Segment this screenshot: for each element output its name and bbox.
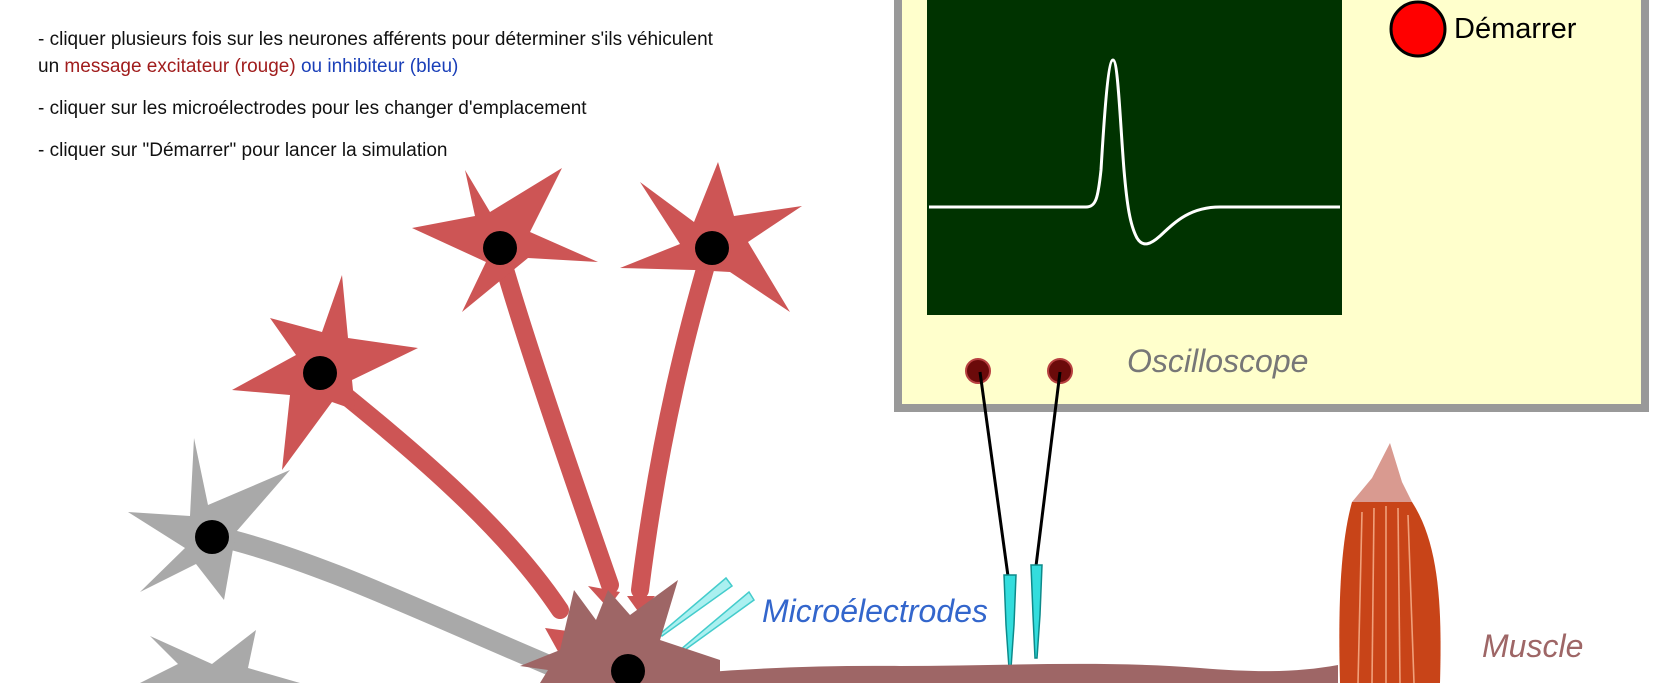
- afferent-neuron-gray-2[interactable]: [140, 630, 300, 683]
- muscle-label: Muscle: [1482, 628, 1583, 664]
- instructions: - cliquer plusieurs fois sur les neurone…: [38, 26, 818, 179]
- action-potential-trace: [929, 58, 1340, 246]
- afferent-neuron-red-2[interactable]: [412, 168, 598, 312]
- nucleus: [695, 231, 729, 265]
- oscilloscope-input-left: [965, 358, 991, 384]
- afferent-neuron-red-1[interactable]: [232, 275, 418, 470]
- inhibitory-message-text: ou inhibiteur (bleu): [295, 56, 459, 77]
- afferent-neuron-red-3[interactable]: [620, 162, 802, 312]
- start-button-icon[interactable]: [1389, 0, 1447, 58]
- recording-electrode-left[interactable]: [1003, 574, 1017, 669]
- start-button[interactable]: Démarrer: [1389, 0, 1577, 58]
- instruction-un: un: [38, 56, 65, 77]
- instruction-start: - cliquer sur "Démarrer" pour lancer la …: [38, 140, 448, 161]
- nucleus: [483, 231, 517, 265]
- nucleus: [611, 654, 645, 683]
- oscilloscope-screen: [927, 0, 1342, 315]
- afferent-neuron-gray-1[interactable]: [128, 438, 290, 600]
- axon-gray-upper: [206, 526, 585, 683]
- instruction-neurons: - cliquer plusieurs fois sur les neurone…: [38, 26, 818, 80]
- microelectrodes-label: Microélectrodes: [762, 593, 988, 629]
- electrode-wire-left: [978, 371, 1010, 577]
- oscilloscope-label: Oscilloscope: [1127, 343, 1308, 379]
- axon-red-3: [631, 243, 719, 599]
- motor-axon: [600, 663, 1338, 683]
- muscle: [1339, 443, 1441, 683]
- instruction-electrodes: - cliquer sur les microélectrodes pour l…: [38, 98, 587, 119]
- electrode-wire-right: [1034, 371, 1062, 567]
- excitatory-message-text: message excitateur (rouge): [64, 56, 296, 77]
- axon-red-2: [491, 243, 619, 594]
- oscilloscope: Oscilloscope: [894, 0, 1649, 412]
- muscle-tendon: [1352, 443, 1412, 502]
- start-button-label[interactable]: Démarrer: [1454, 13, 1577, 45]
- nucleus: [303, 356, 337, 390]
- instruction-neurons-text: - cliquer plusieurs fois sur les neurone…: [38, 29, 713, 50]
- motor-neuron: [520, 580, 720, 683]
- nucleus: [195, 520, 229, 554]
- muscle-belly: [1339, 502, 1441, 683]
- recording-electrode-right[interactable]: [1030, 564, 1043, 659]
